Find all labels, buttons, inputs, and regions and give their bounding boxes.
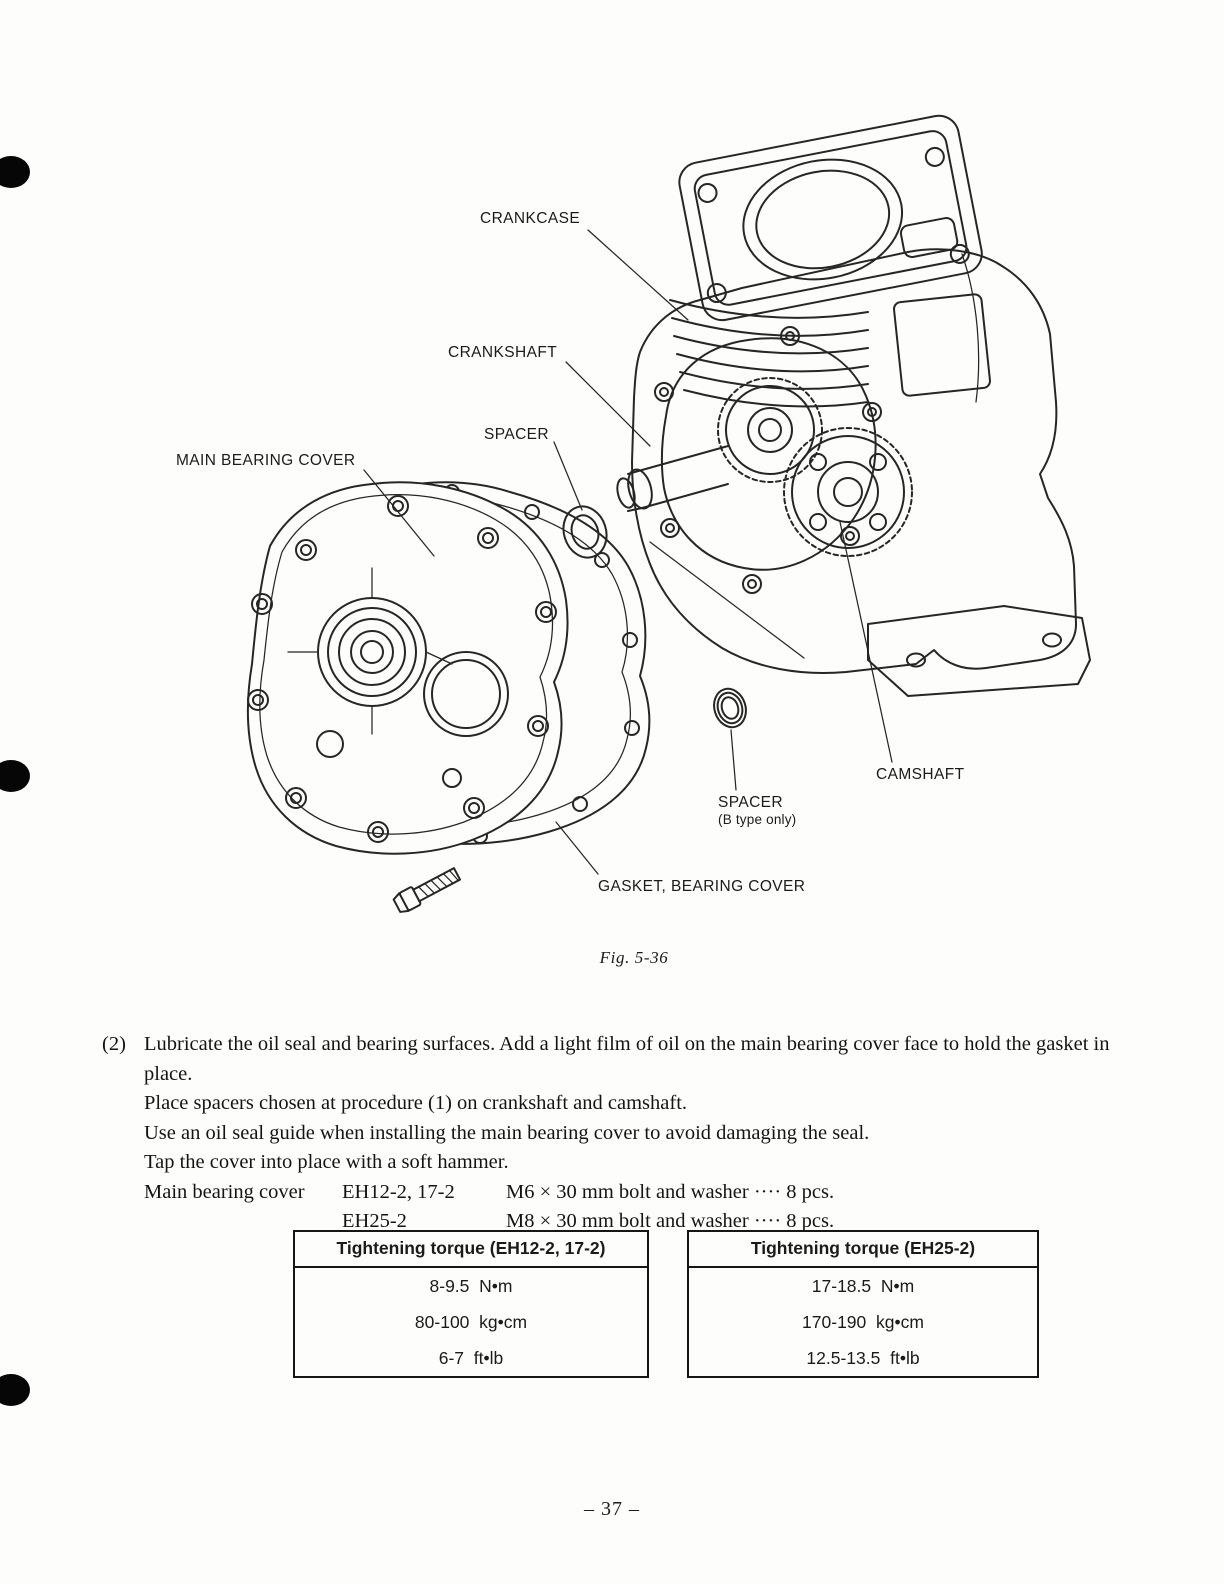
body-line-4: Tap the cover into place with a soft ham… <box>144 1151 509 1173</box>
step-2-instructions: (2) Lubricate the oil seal and bearing s… <box>102 1030 1126 1237</box>
spec-value-1: M6 × 30 mm bolt and washer ···· 8 pcs. <box>506 1180 835 1203</box>
binder-dot-bottom <box>0 1374 30 1406</box>
figure-caption: Fig. 5-36 <box>599 948 669 967</box>
body-line-1: Lubricate the oil seal and bearing surfa… <box>144 1033 1110 1085</box>
label-spacer-b-note: (B type only) <box>718 812 797 828</box>
torque-tables: Tightening torque (EH12-2, 17-2) 8-9.5 N… <box>293 1230 1039 1378</box>
table-row: 6-7 ft•lb <box>438 1347 504 1368</box>
spec-model-2: EH25-2 <box>342 1210 407 1232</box>
label-spacer-b-type: SPACER (B type only) <box>718 794 796 828</box>
spec-model-1: EH12-2, 17-2 <box>342 1180 455 1203</box>
body-line-2: Place spacers chosen at procedure (1) on… <box>144 1092 688 1114</box>
table-row: 12.5-13.5 ft•lb <box>806 1347 920 1368</box>
label-gasket-bearing-cover: GASKET, BEARING COVER <box>598 878 806 895</box>
torque-table-eh25: Tightening torque (EH25-2) 17-18.5 N•m 1… <box>687 1230 1039 1378</box>
table-row: 80-100 kg•cm <box>414 1311 528 1332</box>
binder-dot-top <box>0 156 30 188</box>
table-row: 170-190 kg•cm <box>802 1311 924 1332</box>
spec-label: Main bearing cover <box>144 1180 305 1203</box>
page-number: – 37 – <box>584 1498 640 1520</box>
label-crankcase: CRANKCASE <box>480 210 581 227</box>
table-header: Tightening torque (EH12-2, 17-2) <box>295 1232 647 1268</box>
spec-line-1: Main bearing cover EH12-2, 17-2 M6 × 30 mm… <box>144 1178 1126 1208</box>
body-line-3: Use an oil seal guide when installing th… <box>144 1121 870 1144</box>
table-row: 17-18.5 N•m <box>811 1275 915 1296</box>
label-main-bearing-cover: MAIN BEARING COVER <box>176 452 356 469</box>
label-camshaft: CAMSHAFT <box>876 766 965 783</box>
engine-exploded-diagram <box>246 114 1091 913</box>
label-spacer-b-title: SPACER <box>718 794 783 811</box>
spec-value-2: M8 × 30 mm bolt and washer ···· 8 pcs. <box>506 1210 835 1232</box>
spec-line-2: EH25-2 M8 × 30 mm bolt and washer ···· 8 … <box>144 1207 1126 1237</box>
binder-dot-middle <box>0 760 30 792</box>
table-row: 8-9.5 N•m <box>429 1275 513 1296</box>
label-crankshaft: CRANKSHAFT <box>448 344 558 361</box>
step-number: (2) <box>102 1033 126 1055</box>
torque-table-eh12: Tightening torque (EH12-2, 17-2) 8-9.5 N… <box>293 1230 649 1378</box>
label-spacer: SPACER <box>484 426 549 443</box>
table-header: Tightening torque (EH25-2) <box>689 1232 1037 1268</box>
